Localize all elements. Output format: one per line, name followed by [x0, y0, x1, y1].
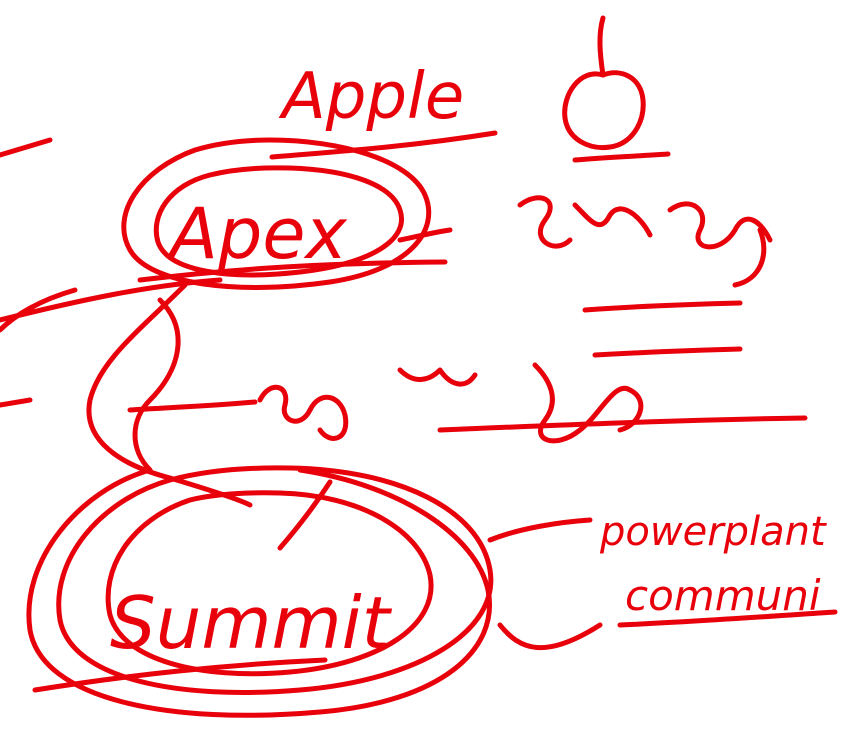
apex-arrow-left	[0, 277, 223, 333]
tamil-scribble-2	[257, 362, 644, 444]
communi-underline	[617, 609, 838, 628]
word-apple: Apple	[278, 60, 464, 134]
word-powerplant: powerplant	[599, 509, 827, 555]
apex-circle-inner	[153, 165, 404, 278]
summit-circle-3	[26, 467, 492, 718]
apex-dash	[397, 227, 453, 243]
tamil-line-2-underline	[437, 415, 808, 433]
summit-circle-1	[56, 465, 494, 695]
ink-strokes	[0, 15, 838, 718]
apple-icon	[562, 70, 646, 151]
summit-circle-2	[105, 490, 434, 677]
tamil-scribble-group	[257, 195, 773, 444]
apple-stem	[597, 15, 606, 78]
summit-underline	[32, 657, 328, 693]
connector-loop	[86, 282, 253, 508]
apple-icon-underline	[572, 151, 671, 163]
left-dash-top	[0, 137, 53, 158]
tamil-scribble-1	[517, 195, 773, 288]
apple-underline	[269, 130, 498, 160]
apex-underline	[137, 259, 448, 283]
word-summit: Summit	[110, 581, 393, 665]
branch-powerplant	[487, 517, 593, 543]
tamil-word-1-underline	[582, 300, 743, 313]
tamil-line-2-arrow	[127, 399, 258, 413]
word-communi: communi	[625, 571, 821, 620]
branch-communi	[497, 622, 603, 650]
summit-slash	[277, 479, 333, 551]
word-apex: Apex	[166, 193, 347, 275]
tamil-line-2-overline	[592, 346, 743, 358]
left-dash-middle	[0, 397, 33, 408]
